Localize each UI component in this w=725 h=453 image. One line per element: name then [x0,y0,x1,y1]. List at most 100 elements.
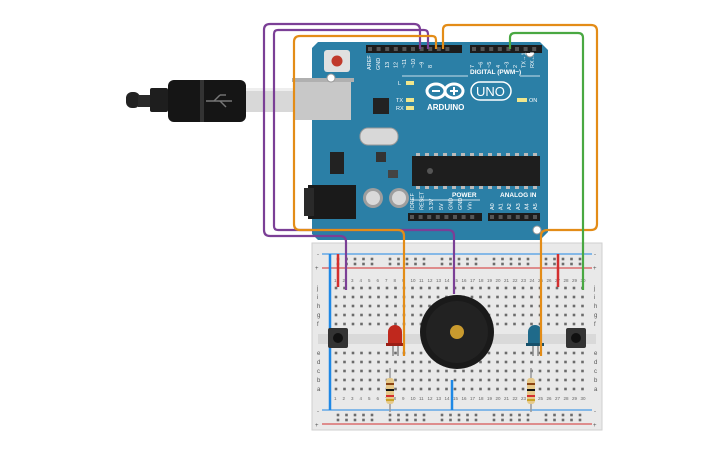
breadboard-hole[interactable] [457,418,461,422]
breadboard-hole[interactable] [436,295,440,299]
breadboard-hole[interactable] [544,413,548,417]
breadboard-hole[interactable] [474,413,478,417]
breadboard-hole[interactable] [487,286,491,290]
breadboard-hole[interactable] [572,351,576,355]
header-pin[interactable] [506,47,511,51]
breadboard-hole[interactable] [402,378,406,382]
breadboard-hole[interactable] [521,286,525,290]
breadboard-hole[interactable] [581,369,584,373]
breadboard-hole[interactable] [578,413,582,417]
breadboard-hole[interactable] [547,351,550,355]
breadboard-hole[interactable] [334,295,338,299]
breadboard-hole[interactable] [466,262,469,266]
breadboard-hole[interactable] [368,351,372,355]
breadboard-hole[interactable] [513,360,516,364]
breadboard-hole[interactable] [449,262,452,266]
breadboard-hole[interactable] [428,378,431,382]
breadboard-hole[interactable] [521,378,525,382]
breadboard-hole[interactable] [368,295,372,299]
breadboard-hole[interactable] [336,418,340,422]
breadboard-hole[interactable] [414,413,417,417]
breadboard-hole[interactable] [555,369,559,373]
breadboard-hole[interactable] [470,387,474,391]
breadboard-hole[interactable] [526,413,530,417]
breadboard-hole[interactable] [547,322,550,326]
header-pin[interactable] [524,215,529,219]
breadboard-hole[interactable] [394,313,397,317]
breadboard-hole[interactable] [428,387,431,391]
breadboard-hole[interactable] [402,387,406,391]
breadboard-hole[interactable] [353,257,357,261]
breadboard-hole[interactable] [462,387,465,391]
breadboard-hole[interactable] [377,322,380,326]
breadboard-hole[interactable] [544,257,548,261]
breadboard-hole[interactable] [487,295,491,299]
header-pin[interactable] [472,47,476,51]
breadboard-hole[interactable] [581,378,584,382]
breadboard-hole[interactable] [504,304,508,308]
breadboard-hole[interactable] [385,286,389,290]
breadboard-hole[interactable] [343,387,346,391]
breadboard-hole[interactable] [538,360,542,364]
header-pin[interactable] [489,47,494,51]
breadboard-hole[interactable] [581,351,584,355]
breadboard-hole[interactable] [518,257,521,261]
breadboard-hole[interactable] [360,322,363,326]
header-pin[interactable] [515,47,519,51]
breadboard-hole[interactable] [385,360,389,364]
breadboard-hole[interactable] [487,378,491,382]
breadboard-hole[interactable] [547,286,550,290]
breadboard-hole[interactable] [343,304,346,308]
breadboard-hole[interactable] [564,369,567,373]
breadboard-hole[interactable] [555,295,559,299]
breadboard-hole[interactable] [422,418,426,422]
breadboard-hole[interactable] [385,295,389,299]
header-pin[interactable] [532,47,537,51]
breadboard-hole[interactable] [496,369,499,373]
breadboard-hole[interactable] [578,262,582,266]
breadboard-hole[interactable] [402,369,406,373]
breadboard-hole[interactable] [334,378,338,382]
breadboard-hole[interactable] [504,322,508,326]
breadboard-hole[interactable] [501,257,504,261]
breadboard-hole[interactable] [362,418,365,422]
breadboard-hole[interactable] [466,257,469,261]
breadboard-hole[interactable] [572,387,576,391]
breadboard-hole[interactable] [466,413,469,417]
header-pin[interactable] [453,215,457,219]
breadboard-hole[interactable] [470,286,474,290]
breadboard-hole[interactable] [521,322,525,326]
breadboard-hole[interactable] [360,351,363,355]
breadboard-hole[interactable] [453,369,457,373]
breadboard-hole[interactable] [479,369,482,373]
breadboard-hole[interactable] [377,369,380,373]
breadboard-hole[interactable] [581,322,584,326]
breadboard-hole[interactable] [411,313,414,317]
breadboard-hole[interactable] [385,322,389,326]
breadboard-hole[interactable] [445,369,448,373]
breadboard-hole[interactable] [414,257,417,261]
breadboard-hole[interactable] [572,322,576,326]
breadboard-hole[interactable] [385,313,389,317]
breadboard-hole[interactable] [457,413,461,417]
breadboard-hole[interactable] [334,369,338,373]
breadboard-hole[interactable] [561,413,565,417]
breadboard-hole[interactable] [521,387,525,391]
breadboard-hole[interactable] [368,387,372,391]
header-pin[interactable] [507,215,512,219]
breadboard-hole[interactable] [581,360,584,364]
breadboard-hole[interactable] [428,369,431,373]
breadboard-hole[interactable] [436,369,440,373]
breadboard-hole[interactable] [334,360,338,364]
breadboard-hole[interactable] [555,360,559,364]
breadboard-hole[interactable] [509,262,513,266]
breadboard-hole[interactable] [428,295,431,299]
breadboard-hole[interactable] [351,369,355,373]
header-pin[interactable] [428,47,433,51]
breadboard-hole[interactable] [457,257,461,261]
breadboard-hole[interactable] [351,351,355,355]
breadboard-hole[interactable] [530,313,533,317]
breadboard-hole[interactable] [496,360,499,364]
breadboard-hole[interactable] [377,351,380,355]
breadboard-hole[interactable] [544,262,548,266]
